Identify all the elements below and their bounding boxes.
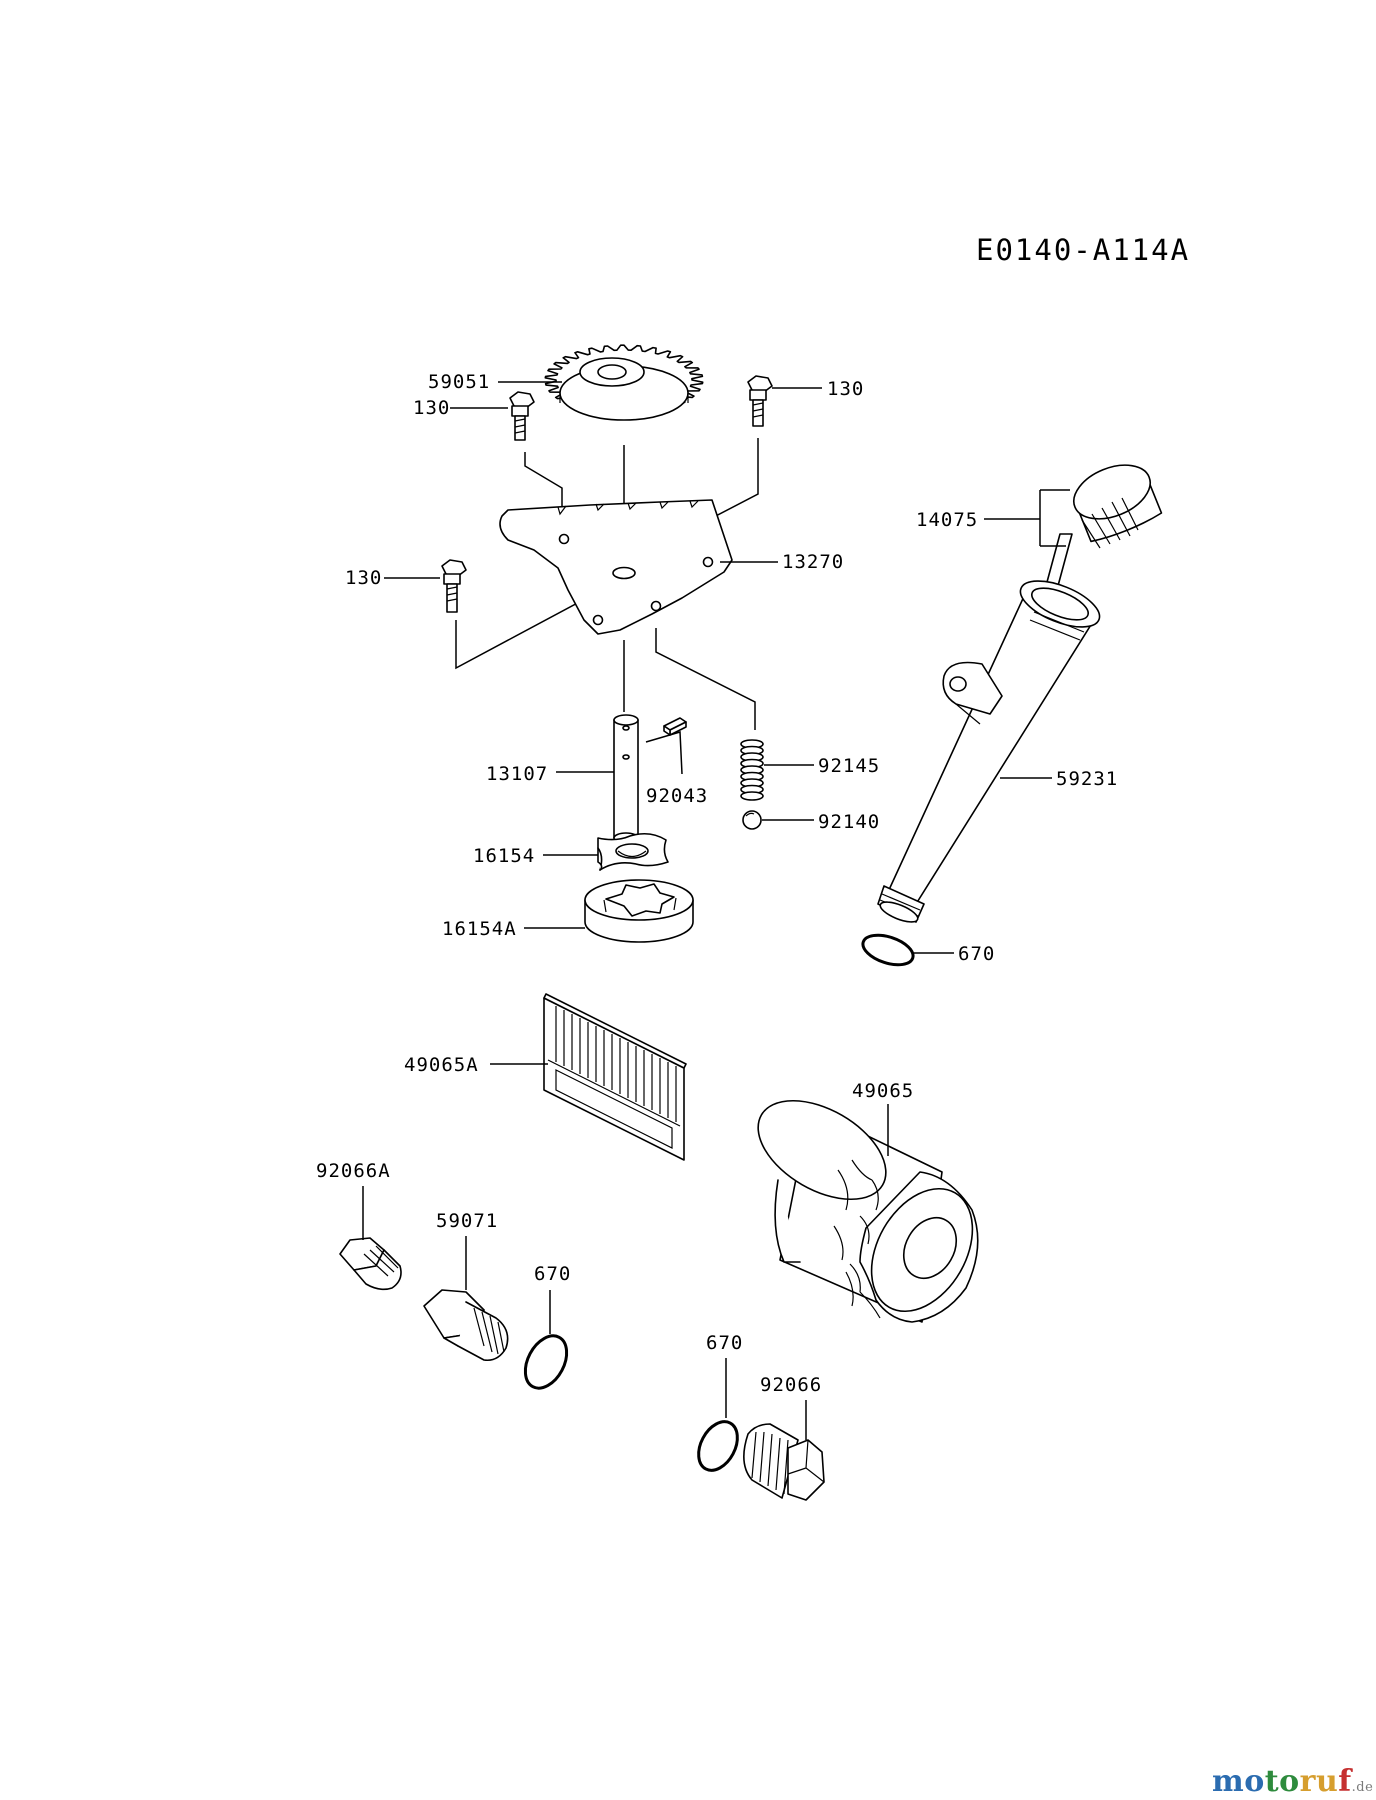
label-49065: 49065 — [852, 1080, 914, 1102]
label-16154: 16154 — [473, 845, 535, 867]
label-92140: 92140 — [818, 811, 880, 833]
label-13270: 13270 — [782, 551, 844, 573]
pin — [663, 717, 687, 736]
inner-rotor — [597, 832, 669, 871]
label-14075: 14075 — [916, 509, 978, 531]
drain-plug — [743, 1423, 825, 1501]
oil-filter — [757, 1099, 979, 1323]
label-13107: 13107 — [486, 763, 548, 785]
label-670-plug: 670 — [706, 1332, 743, 1354]
spring — [740, 739, 764, 801]
spring-coil — [740, 791, 764, 801]
motoruf-watermark: motoruf.de — [1212, 1764, 1374, 1799]
oring-tube — [861, 933, 915, 967]
label-59051: 59051 — [428, 371, 490, 393]
outer-rotor — [584, 879, 694, 943]
oring-plug — [697, 1420, 739, 1472]
gear — [544, 344, 704, 421]
fitting — [423, 1289, 509, 1362]
label-92145: 92145 — [818, 755, 880, 777]
filler-tube — [877, 580, 1101, 923]
bolt-top-left — [509, 391, 535, 441]
plug-a — [339, 1237, 402, 1291]
label-130-left: 130 — [345, 567, 382, 589]
label-130-top-left: 130 — [413, 397, 450, 419]
label-92066A: 92066A — [316, 1160, 391, 1182]
bolt-top-right — [747, 375, 773, 427]
label-16154A: 16154A — [442, 918, 517, 940]
bolt-left — [441, 559, 467, 613]
pump-plate — [499, 499, 733, 635]
label-49065A: 49065A — [404, 1054, 479, 1076]
oil-screen — [543, 993, 687, 1161]
ball — [742, 810, 762, 830]
label-59071: 59071 — [436, 1210, 498, 1232]
pump-shaft — [613, 714, 639, 844]
label-59231: 59231 — [1056, 768, 1118, 790]
label-670-tube: 670 — [958, 943, 995, 965]
oring-fitting — [523, 1334, 569, 1390]
label-670-fitting: 670 — [534, 1263, 571, 1285]
label-92066: 92066 — [760, 1374, 822, 1396]
label-130-top-right: 130 — [827, 378, 864, 400]
label-92043: 92043 — [646, 785, 708, 807]
diagram-code: E0140-A114A — [976, 233, 1190, 267]
